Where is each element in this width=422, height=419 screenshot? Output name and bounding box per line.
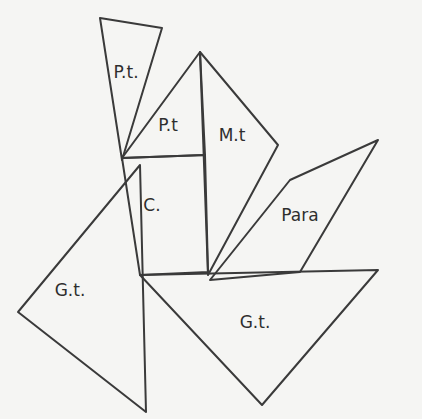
piece-edge <box>100 18 162 160</box>
piece-edge <box>210 140 378 280</box>
tangram-piece: Para <box>210 140 378 280</box>
piece-edge <box>122 52 205 158</box>
tangram-piece: G.t. <box>140 270 378 405</box>
piece-edge <box>122 155 208 275</box>
tangram-piece: M.t <box>200 52 278 275</box>
piece-label: P.t. <box>113 64 138 81</box>
tangram-piece: P.t. <box>100 18 162 160</box>
piece-edge <box>140 270 378 405</box>
piece-outline <box>140 270 378 405</box>
piece-label: G.t. <box>240 314 271 331</box>
piece-label: C. <box>143 197 160 214</box>
tangram-piece: G.t. <box>18 165 146 412</box>
piece-label: P.t <box>158 117 178 134</box>
tangram-piece: C. <box>122 155 208 275</box>
piece-outline <box>100 18 162 160</box>
piece-label: G.t. <box>55 282 86 299</box>
piece-edge <box>200 52 278 275</box>
piece-outline <box>200 52 278 275</box>
piece-label: M.t <box>219 127 246 144</box>
piece-edge <box>18 165 146 412</box>
piece-outline <box>122 155 208 275</box>
piece-label: Para <box>281 207 318 224</box>
